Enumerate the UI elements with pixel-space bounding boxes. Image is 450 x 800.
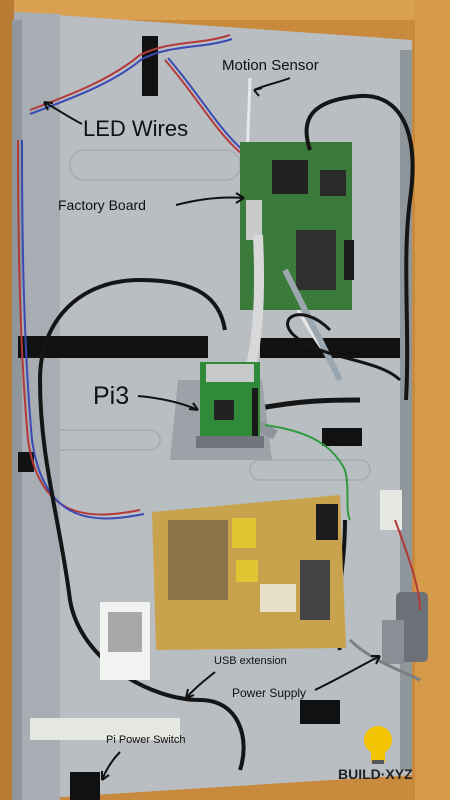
psu-capacitor-cluster (168, 520, 228, 600)
barcode-label-stripes (108, 612, 142, 652)
label-led-wires: LED Wires (83, 116, 189, 141)
build-xyz-logo-text: BUILD·XYZ (338, 766, 413, 782)
black-tape (18, 336, 208, 358)
arrow-pi3 (137, 395, 199, 411)
build-xyz-logo-bulb-icon (364, 726, 392, 764)
label-power-supply: Power Supply (232, 686, 307, 700)
white-tape (30, 718, 180, 740)
factory-board-connector (320, 170, 346, 196)
psu-heatsink (300, 560, 330, 620)
label-factory-board: Factory Board (58, 197, 146, 213)
red-wire (394, 519, 421, 611)
black-cable (37, 277, 246, 771)
black-tape (70, 772, 100, 800)
led-wire-red (29, 34, 231, 111)
pi3-soc (214, 400, 234, 420)
pi3-usb-ports (206, 364, 254, 382)
led-wire-blue (29, 38, 233, 115)
factory-board-chip (272, 160, 308, 194)
panel-shade (14, 12, 60, 800)
label-usb-extension: USB extension (214, 655, 287, 667)
psu-transformer (236, 560, 258, 582)
panel-rail-left (12, 20, 22, 800)
black-tape (18, 452, 34, 472)
arrow-usb-extension (185, 671, 216, 699)
factory-board-connector (246, 200, 262, 240)
wood-frame-left (0, 0, 14, 800)
black-tape (142, 36, 158, 96)
arrow-pi3-head (188, 402, 199, 411)
label-motion-sensor: Motion Sensor (222, 57, 319, 74)
arrow-pi-power-switch (101, 751, 121, 781)
arrow-power-supply (314, 655, 381, 691)
label-pi-power-switch: Pi Power Switch (106, 734, 186, 746)
hdmi-cable (304, 93, 415, 401)
factory-board-connector (296, 230, 336, 290)
wood-frame-right (415, 0, 450, 800)
arrow-usb-extension-head (185, 688, 195, 699)
psu-transformer (232, 518, 256, 548)
arrow-pi-power-switch-head (101, 771, 110, 781)
pi3-case-base (196, 436, 264, 448)
power-supply-bracket (382, 620, 404, 664)
psu-transformer (260, 584, 296, 612)
black-tape (260, 338, 400, 358)
factory-board-port (344, 240, 354, 280)
arrow-motion-sensor-head (253, 87, 263, 97)
led-wire-blue (21, 139, 145, 520)
arrow-factory-board (175, 196, 245, 206)
arrow-factory-board-head (235, 192, 245, 204)
panel-emboss (29, 429, 161, 451)
black-cable (286, 313, 402, 382)
black-tape (322, 428, 362, 446)
grey-wire (348, 638, 421, 682)
led-wire-red (17, 139, 141, 516)
psu-connector (316, 504, 338, 540)
label-pi3: Pi3 (93, 382, 130, 410)
ribbon-cable (282, 268, 343, 382)
panel-emboss (249, 459, 371, 481)
white-tape (380, 490, 402, 530)
pi3-gpio (252, 388, 258, 436)
arrow-led-wires (43, 101, 83, 125)
green-wire (264, 424, 351, 521)
arrow-led-wires-head (43, 101, 54, 111)
arrow-power-supply-head (371, 655, 381, 665)
ribbon-cable (245, 234, 265, 372)
wood-frame-top (0, 0, 450, 20)
black-tape (300, 700, 340, 724)
